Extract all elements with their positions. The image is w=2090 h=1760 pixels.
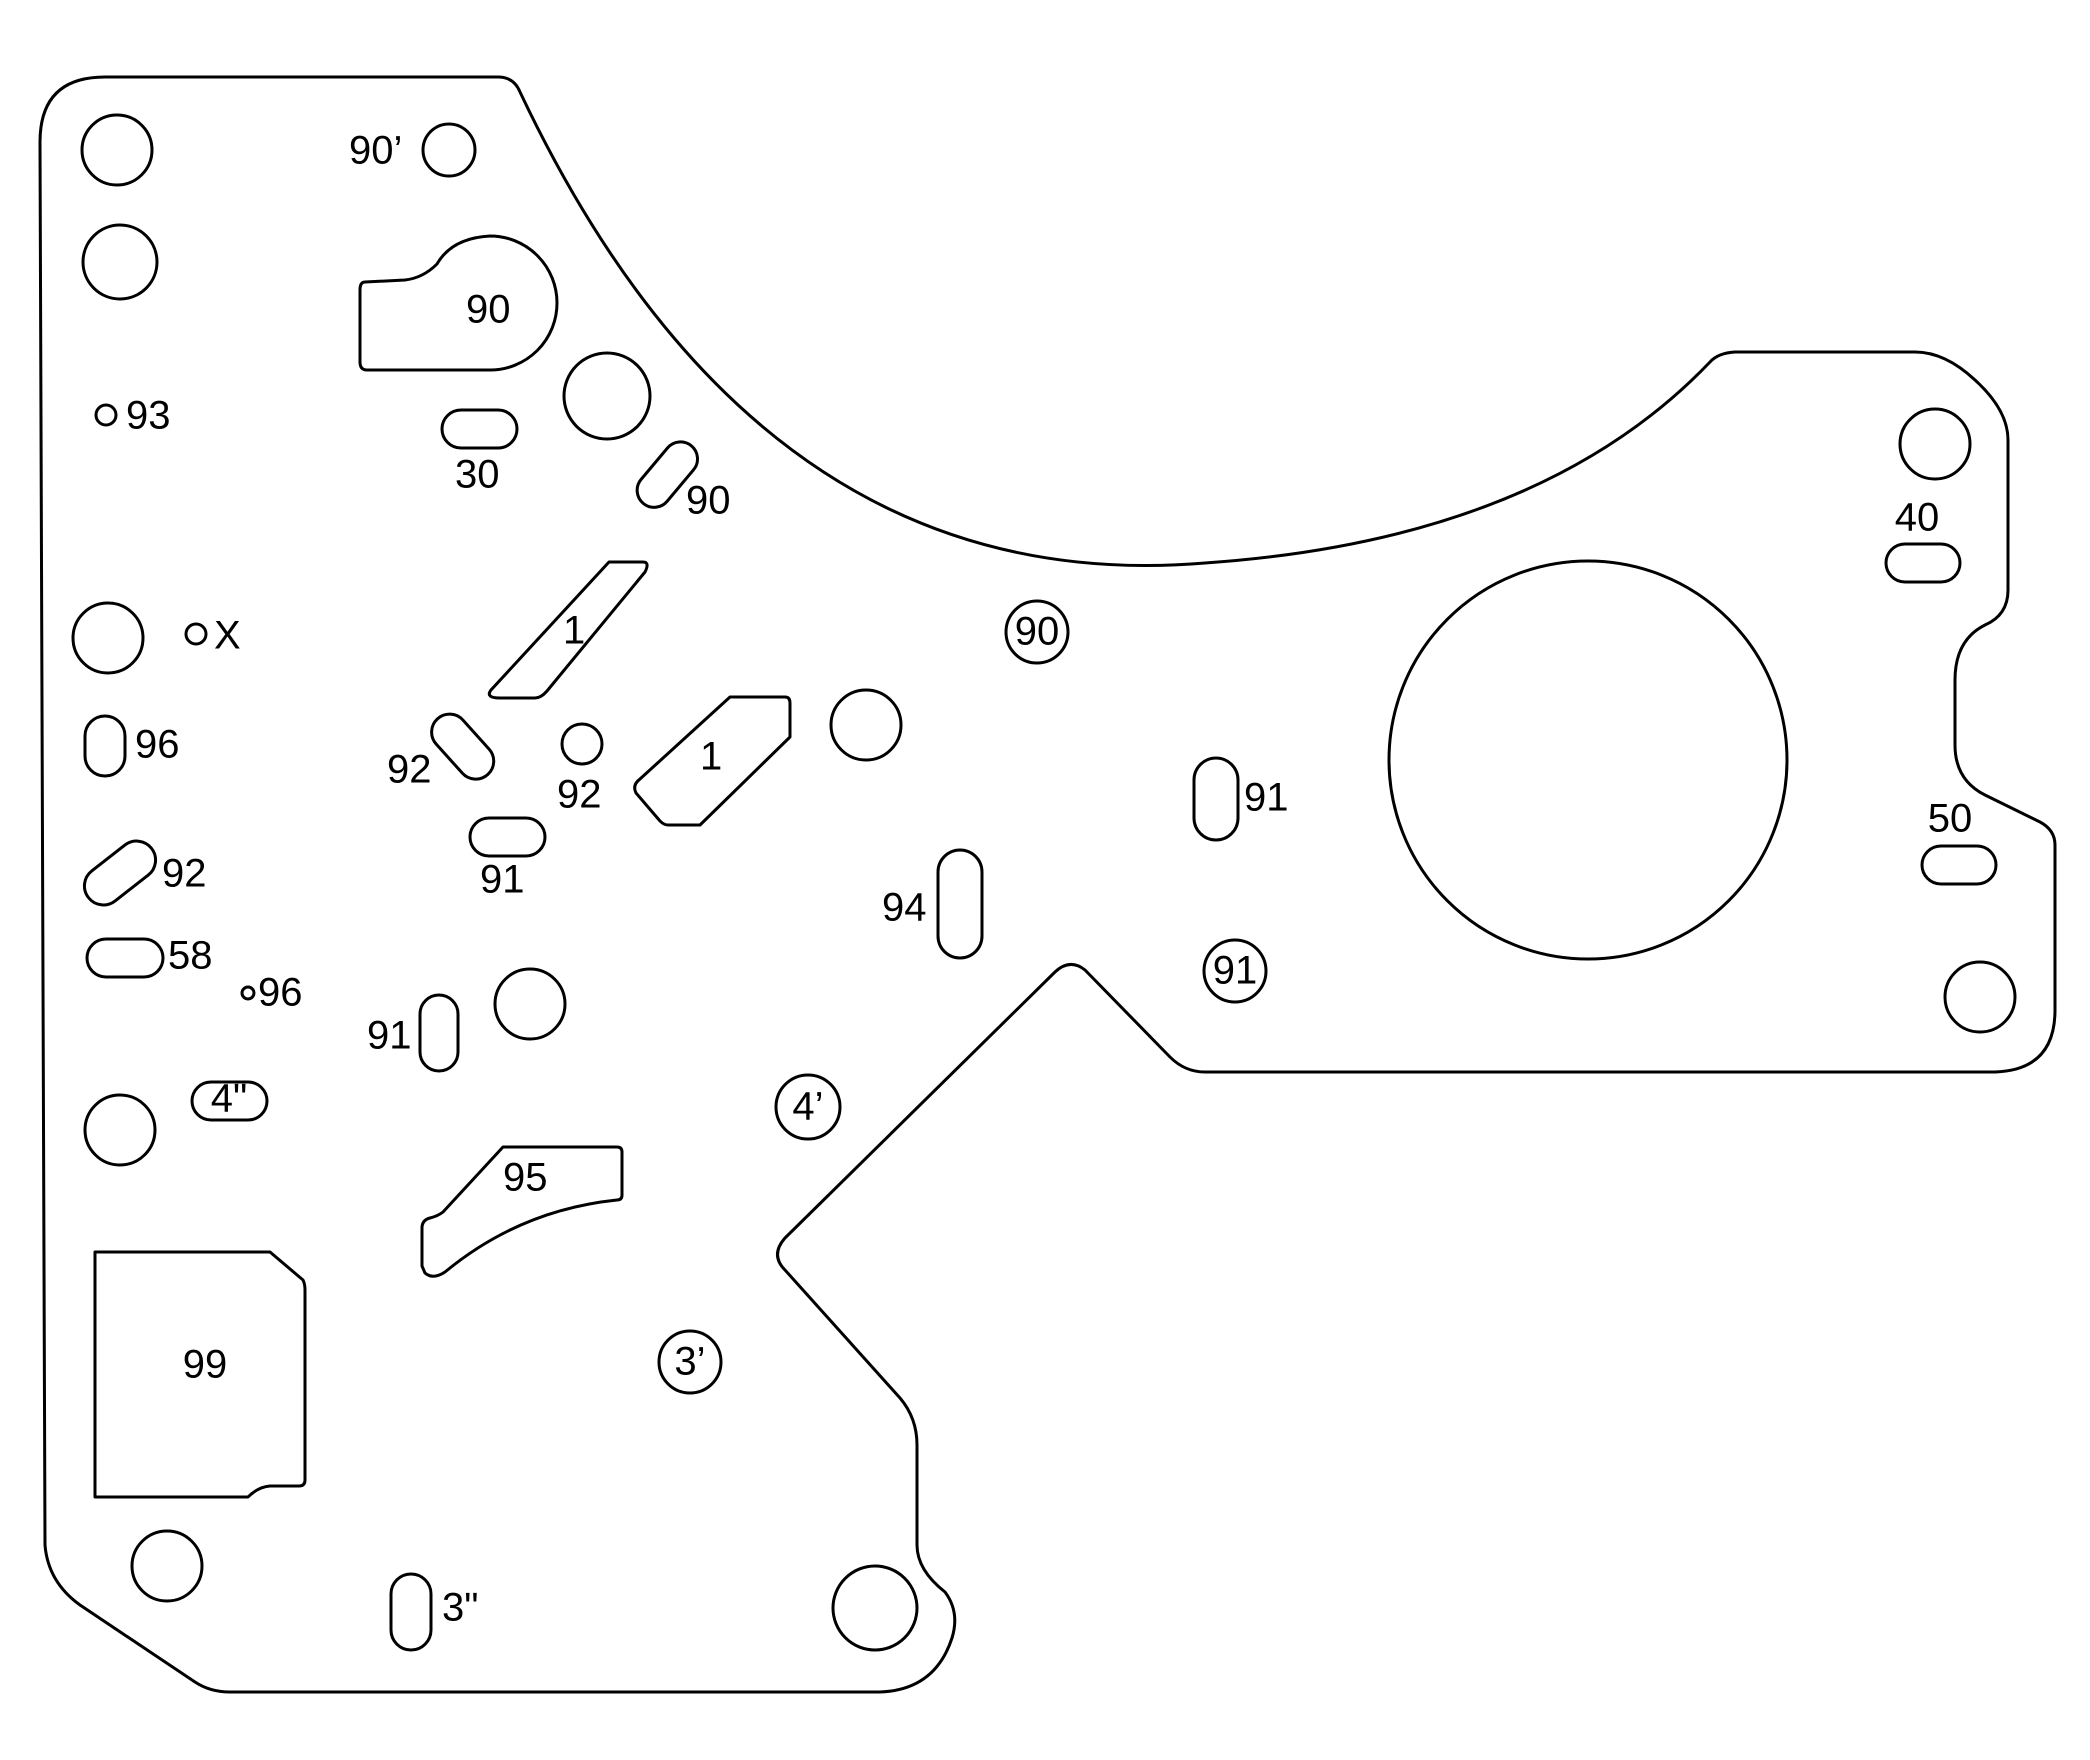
port-58-label: 58 xyxy=(168,934,213,978)
port-30-label: 30 xyxy=(455,453,500,497)
check-ball-90 xyxy=(1004,599,1070,665)
port-93-label: 93 xyxy=(126,394,171,438)
bolt-hole-right-top xyxy=(1898,407,1972,481)
port-92-circle-label: 92 xyxy=(557,773,602,817)
check-ball-3-prime xyxy=(657,1329,723,1395)
check-ball-90-label: 90 xyxy=(1015,610,1060,654)
port-50-slot xyxy=(1920,844,1998,886)
port-90-keyhole-label: 90 xyxy=(466,288,511,332)
port-91-vertical-label: 91 xyxy=(1244,776,1289,820)
bolt-hole-upper-mid xyxy=(562,351,652,441)
bolt-hole-right-bottom xyxy=(1943,960,2017,1034)
port-93-hole xyxy=(94,403,118,427)
bolt-hole-bottom-center xyxy=(831,1564,919,1652)
bolt-hole-lower-mid xyxy=(493,967,567,1041)
port-92-left-slot xyxy=(82,839,158,907)
bolt-hole-left-lower xyxy=(83,1093,157,1167)
bolt-hole-left-upper xyxy=(81,223,159,301)
port-92-circle xyxy=(560,722,604,766)
port-91-left-vertical-label: 91 xyxy=(367,1014,412,1058)
port-95-opening xyxy=(420,1145,624,1278)
bolt-hole-top-left xyxy=(80,113,154,187)
central-bore-hole xyxy=(1387,559,1789,961)
port-91-horizontal-slot xyxy=(468,816,547,858)
port-30-slot xyxy=(440,408,519,450)
port-92-diagonal-slot xyxy=(430,712,496,781)
port-x-hole xyxy=(184,622,208,646)
port-94-slot xyxy=(936,848,984,960)
port-90-keyhole xyxy=(358,234,559,372)
port-1-upper-opening xyxy=(487,560,649,700)
port-1-upper-label: 1 xyxy=(563,609,585,653)
bolt-hole-bottom-left xyxy=(130,1529,204,1603)
port-4-double-prime-slot xyxy=(190,1080,269,1122)
check-ball-91 xyxy=(1202,938,1268,1004)
port-96-small-hole xyxy=(240,985,256,1001)
port-94-label: 94 xyxy=(882,886,927,930)
port-90-angled-label: 90 xyxy=(686,479,731,523)
port-96-small-label: 96 xyxy=(258,971,303,1015)
port-1-lower-label: 1 xyxy=(700,735,722,779)
port-91-left-vertical-slot xyxy=(418,993,460,1073)
port-91-vertical-slot xyxy=(1192,756,1240,842)
port-40-label: 40 xyxy=(1895,496,1940,540)
port-3-double-prime-slot xyxy=(389,1572,433,1652)
port-99-opening xyxy=(93,1250,307,1499)
port-96-label: 96 xyxy=(135,723,180,767)
check-ball-4-prime-label: 4’ xyxy=(792,1085,823,1129)
check-ball-91-label: 91 xyxy=(1213,949,1258,993)
check-ball-4-prime xyxy=(774,1073,842,1141)
port-x-label: X xyxy=(214,614,241,658)
port-92-left-label: 92 xyxy=(162,852,207,896)
port-99-label: 99 xyxy=(183,1343,228,1387)
check-ball-3-prime-label: 3’ xyxy=(674,1340,705,1384)
bolt-hole-left-mid xyxy=(71,601,145,675)
port-58-slot xyxy=(85,937,165,979)
port-96-slot xyxy=(83,714,127,778)
port-90-angled-slot xyxy=(635,440,699,509)
port-4-double-prime-label: 4" xyxy=(211,1077,247,1121)
port-1-lower-opening xyxy=(633,695,792,827)
bolt-hole-center xyxy=(829,688,903,762)
port-90-prime-hole xyxy=(421,122,477,178)
plate-outline xyxy=(38,75,2057,1694)
port-92-diagonal-label: 92 xyxy=(387,748,432,792)
port-50-label: 50 xyxy=(1928,797,1973,841)
port-90-prime-label: 90’ xyxy=(349,129,402,173)
port-40-slot xyxy=(1884,542,1962,584)
port-3-double-prime-label: 3" xyxy=(442,1586,478,1630)
port-95-label: 95 xyxy=(503,1156,548,1200)
port-91-horizontal-label: 91 xyxy=(480,858,525,902)
